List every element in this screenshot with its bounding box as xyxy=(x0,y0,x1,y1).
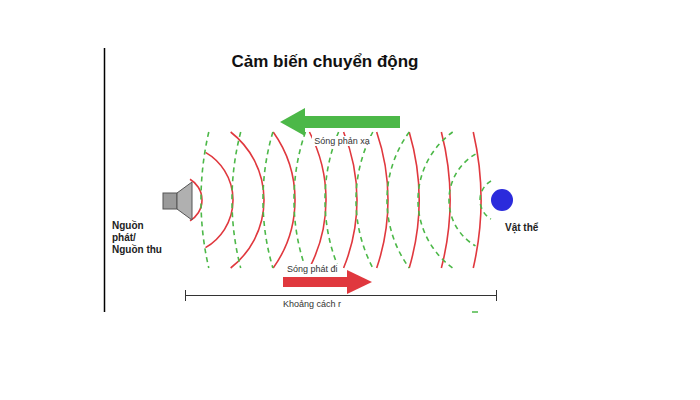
object-label: Vật thể xyxy=(505,222,538,233)
wave-arc xyxy=(294,132,305,268)
wave-arc xyxy=(387,132,409,268)
wave-arc xyxy=(409,132,419,268)
border-line xyxy=(104,48,106,312)
wave-label: Sóng phản xạ xyxy=(312,136,372,146)
wave-arc xyxy=(344,132,357,268)
wave-arc xyxy=(480,181,491,219)
wave-arc xyxy=(273,132,295,268)
distance-label: Khoảng cách r xyxy=(281,299,343,309)
wave-arc xyxy=(418,132,453,268)
reflected-arrow xyxy=(280,108,400,136)
wave-arc xyxy=(449,154,476,246)
wave-arc xyxy=(232,132,241,268)
wave-arc xyxy=(201,132,209,268)
wave-arc xyxy=(231,132,264,268)
wave-label: Sóng phát đi xyxy=(285,264,340,274)
dash-mark xyxy=(472,311,478,313)
speaker-symbol xyxy=(163,182,192,220)
source-label: Nguồn phát/ Nguồn thu xyxy=(112,220,170,256)
wave-arc xyxy=(309,132,326,268)
object-dot xyxy=(491,189,513,211)
wave-arcs xyxy=(190,132,491,268)
wave-arc xyxy=(356,132,373,268)
title: Cảm biến chuyển động xyxy=(231,52,418,72)
wave-arc xyxy=(263,132,273,268)
wave-arc xyxy=(325,132,339,268)
wave-arc xyxy=(206,152,234,247)
